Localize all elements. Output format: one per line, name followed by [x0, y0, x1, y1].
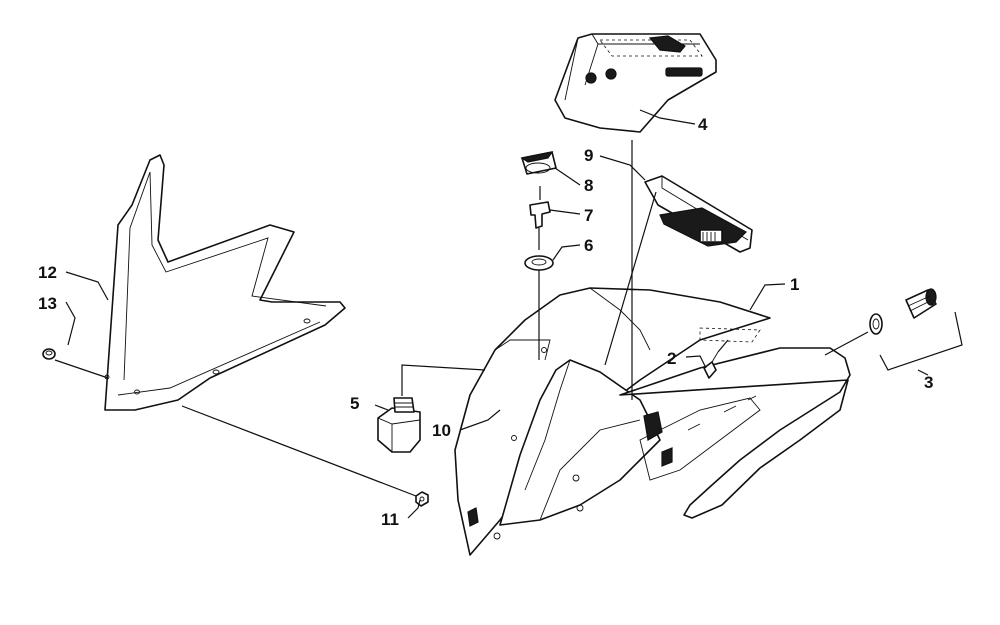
nut-part-11 — [415, 491, 429, 507]
windshield-screw-part-13 — [42, 348, 56, 360]
callout-8: 8 — [584, 176, 593, 195]
callout-4: 4 — [698, 115, 708, 134]
callout-3: 3 — [924, 373, 933, 392]
gauge-module-part-9 — [644, 175, 753, 253]
hood-screw-part-2 — [703, 351, 719, 379]
callout-12: 12 — [38, 263, 57, 282]
callout-10: 10 — [432, 421, 451, 440]
callout-11: 11 — [381, 510, 399, 529]
callout-1: 1 — [790, 275, 799, 294]
ignition-cap-part-8 — [520, 151, 557, 175]
callout-labels: 1 2 3 4 5 6 7 8 9 10 11 12 13 — [38, 115, 933, 529]
windshield-part-12 — [104, 154, 346, 411]
power-outlet-part-3 — [869, 288, 937, 335]
callout-7: 7 — [584, 206, 593, 225]
hood-part-1 — [454, 287, 851, 556]
leader-lines — [54, 109, 963, 519]
callout-13: 13 — [38, 294, 57, 313]
key-part-7 — [529, 201, 551, 229]
storage-bag-part-4 — [554, 33, 717, 133]
callout-2: 2 — [667, 349, 676, 368]
ignition-nut-part-6 — [524, 255, 554, 271]
callout-6: 6 — [584, 236, 593, 255]
callout-9: 9 — [584, 146, 593, 165]
callout-5: 5 — [350, 394, 359, 413]
switch-part-5 — [377, 397, 421, 453]
